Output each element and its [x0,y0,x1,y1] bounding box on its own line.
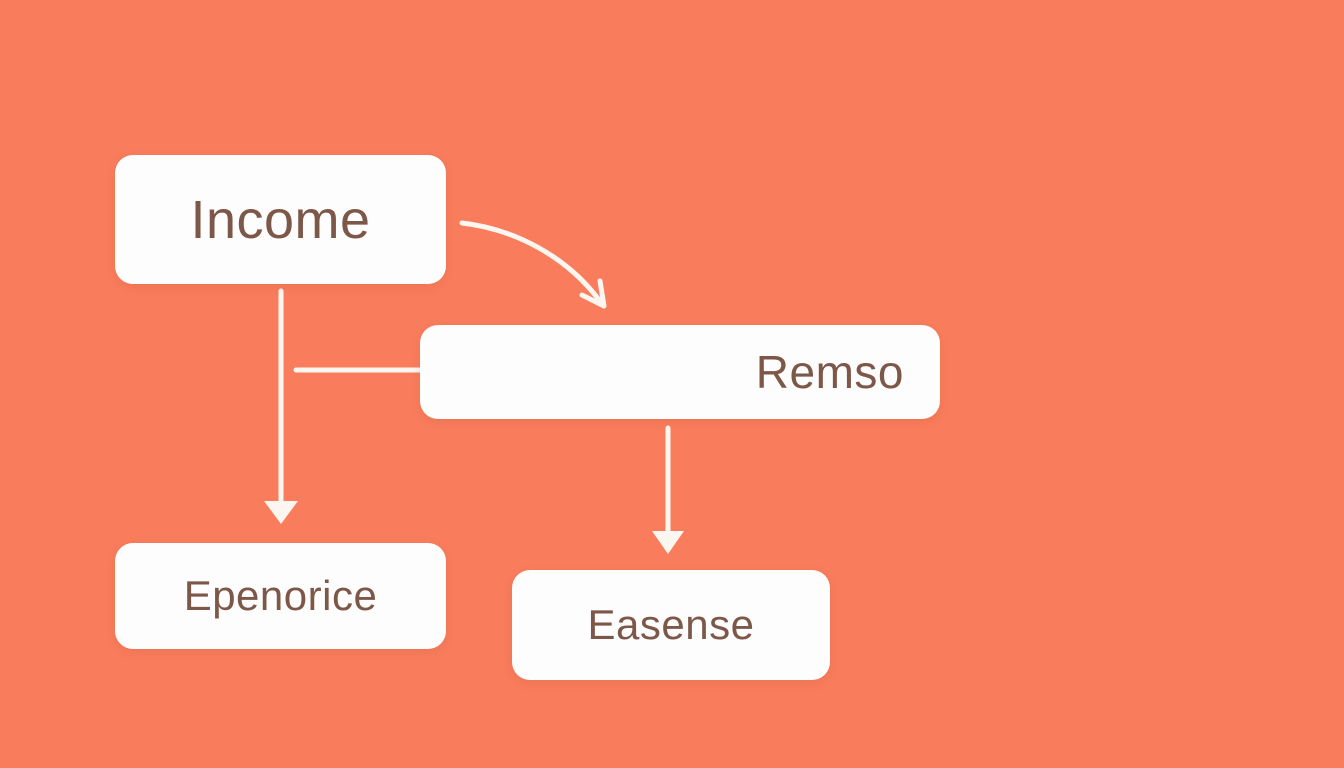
node-epenorice: Epenorice [115,543,446,649]
node-income-label: Income [190,189,371,250]
triangle-arrowhead-icon [264,501,298,524]
node-easense: Easense [512,570,830,680]
node-remso-label: Remso [755,346,904,398]
remso-to-easense-arrow [652,425,684,554]
triangle-arrowhead-icon [652,531,684,554]
node-remso: Remso [420,325,940,419]
node-income: Income [115,155,446,284]
income-to-epenorice-arrow [264,288,298,524]
node-epenorice-label: Epenorice [183,572,378,619]
open-arrowhead-icon [579,278,607,309]
income-to-remso-curved-arrow [459,220,607,309]
node-easense-label: Easense [587,601,755,648]
